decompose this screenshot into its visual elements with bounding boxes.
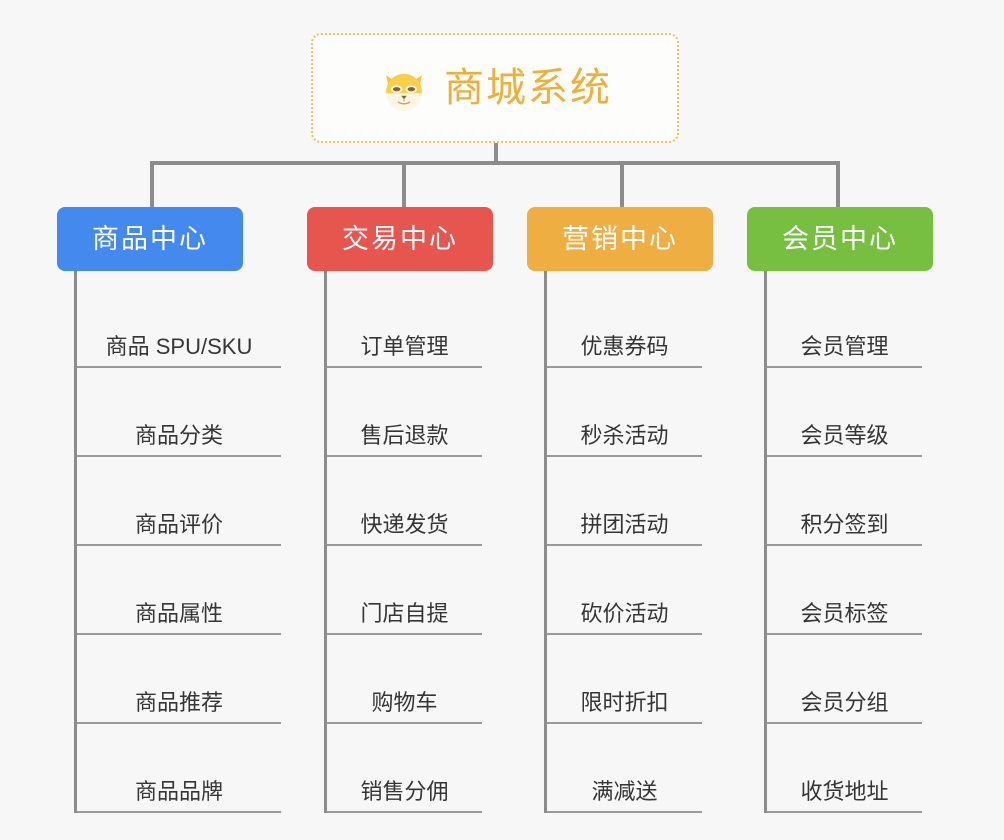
branch-marketing-center: 营销中心 优惠券码 秒杀活动 拼团活动 砍价活动 限时折扣 满减送	[527, 207, 713, 813]
list-item[interactable]: 商品属性	[77, 546, 281, 635]
list-item-label: 会员分组	[800, 689, 889, 715]
branch-items-trade-center: 订单管理 售后退款 快递发货 门店自提 购物车 销售分佣	[324, 271, 493, 813]
list-item[interactable]: 满减送	[547, 724, 702, 813]
list-item[interactable]: 会员分组	[767, 635, 922, 724]
list-item-label: 购物车	[371, 689, 438, 715]
list-item[interactable]: 商品 SPU/SKU	[77, 279, 281, 368]
list-item[interactable]: 会员等级	[767, 368, 922, 457]
list-item-label: 销售分佣	[360, 778, 449, 804]
list-item-label: 会员标签	[800, 600, 889, 626]
list-item-label: 拼团活动	[580, 511, 669, 537]
branch-header-marketing-center[interactable]: 营销中心	[527, 207, 713, 271]
list-item-label: 优惠券码	[580, 333, 669, 359]
list-item[interactable]: 拼团活动	[547, 457, 702, 546]
list-item-label: 商品属性	[134, 600, 223, 626]
branch-items-product-center: 商品 SPU/SKU 商品分类 商品评价 商品属性 商品推荐 商品品牌	[74, 271, 281, 813]
list-item-label: 满减送	[591, 778, 658, 804]
list-item[interactable]: 收货地址	[767, 724, 922, 813]
list-item-label: 快递发货	[360, 511, 449, 537]
list-item-label: 砍价活动	[580, 600, 669, 626]
list-item[interactable]: 会员标签	[767, 546, 922, 635]
list-item-label: 积分签到	[800, 511, 889, 537]
connector-drop-3	[620, 161, 624, 207]
list-item-label: 秒杀活动	[580, 422, 669, 448]
connector-horizontal-bus	[150, 161, 840, 165]
list-item-label: 商品品牌	[134, 778, 223, 804]
list-item[interactable]: 商品分类	[77, 368, 281, 457]
branch-header-trade-center[interactable]: 交易中心	[307, 207, 493, 271]
list-item-label: 商品分类	[134, 422, 223, 448]
root-node[interactable]: 商城系统	[311, 33, 679, 143]
list-item-label: 订单管理	[360, 333, 449, 359]
branch-items-member-center: 会员管理 会员等级 积分签到 会员标签 会员分组 收货地址	[764, 271, 933, 813]
branch-trade-center: 交易中心 订单管理 售后退款 快递发货 门店自提 购物车 销售分佣	[307, 207, 493, 813]
connector-drop-1	[150, 161, 154, 207]
list-item[interactable]: 会员管理	[767, 279, 922, 368]
list-item-label: 门店自提	[360, 600, 449, 626]
branch-header-product-center[interactable]: 商品中心	[57, 207, 243, 271]
branch-member-center: 会员中心 会员管理 会员等级 积分签到 会员标签 会员分组 收货地址	[747, 207, 933, 813]
list-item[interactable]: 优惠券码	[547, 279, 702, 368]
list-item-label: 会员管理	[800, 333, 889, 359]
list-item-label: 限时折扣	[580, 689, 669, 715]
list-item[interactable]: 商品评价	[77, 457, 281, 546]
shiba-dog-face-icon	[378, 64, 430, 116]
list-item-label: 会员等级	[800, 422, 889, 448]
list-item[interactable]: 商品品牌	[77, 724, 281, 813]
branch-header-member-center[interactable]: 会员中心	[747, 207, 933, 271]
connector-root-stem	[494, 143, 498, 164]
list-item-label: 售后退款	[360, 422, 449, 448]
list-item-label: 商品 SPU/SKU	[105, 333, 253, 359]
list-item[interactable]: 售后退款	[327, 368, 482, 457]
list-item[interactable]: 砍价活动	[547, 546, 702, 635]
list-item[interactable]: 订单管理	[327, 279, 482, 368]
list-item[interactable]: 快递发货	[327, 457, 482, 546]
list-item[interactable]: 门店自提	[327, 546, 482, 635]
branch-product-center: 商品中心 商品 SPU/SKU 商品分类 商品评价 商品属性 商品推荐 商品品牌	[57, 207, 281, 813]
list-item[interactable]: 秒杀活动	[547, 368, 702, 457]
connector-drop-4	[836, 161, 840, 207]
list-item-label: 收货地址	[800, 778, 889, 804]
list-item[interactable]: 销售分佣	[327, 724, 482, 813]
list-item[interactable]: 积分签到	[767, 457, 922, 546]
list-item[interactable]: 购物车	[327, 635, 482, 724]
branch-items-marketing-center: 优惠券码 秒杀活动 拼团活动 砍价活动 限时折扣 满减送	[544, 271, 713, 813]
list-item-label: 商品评价	[134, 511, 223, 537]
list-item[interactable]: 商品推荐	[77, 635, 281, 724]
root-title: 商城系统	[444, 66, 612, 110]
connector-drop-2	[402, 161, 406, 207]
list-item[interactable]: 限时折扣	[547, 635, 702, 724]
list-item-label: 商品推荐	[134, 689, 223, 715]
